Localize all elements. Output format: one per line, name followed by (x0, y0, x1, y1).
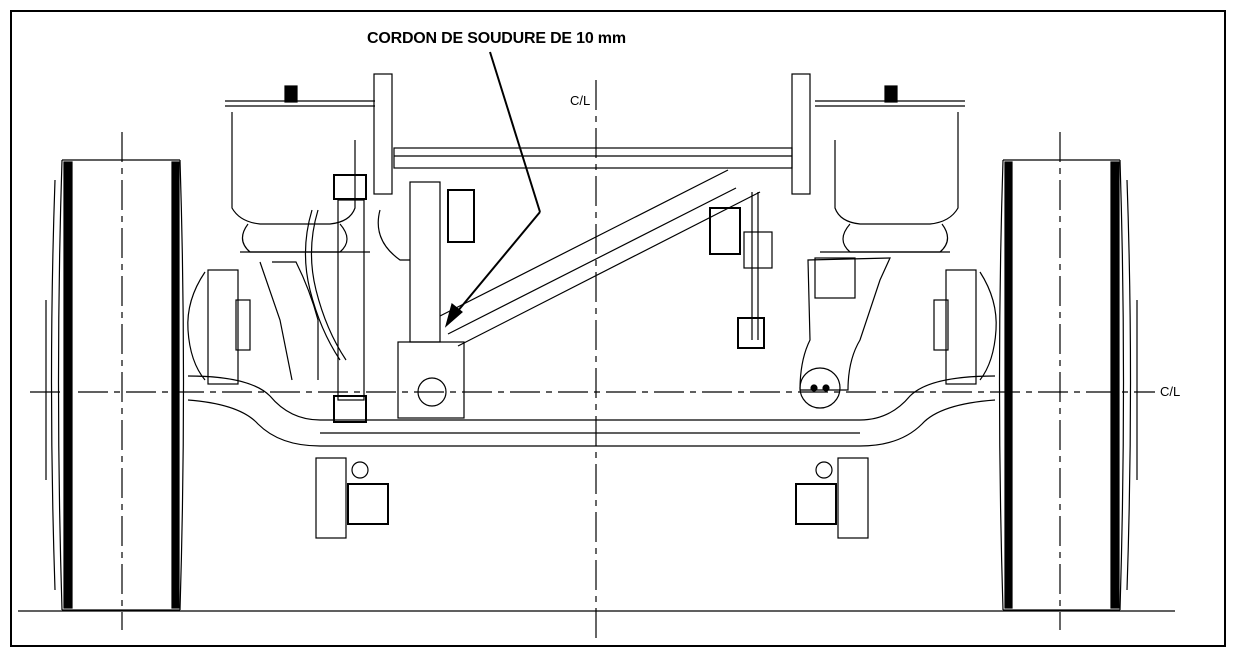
vertical-centerline-label: C/L (570, 93, 591, 108)
left-air-spring (225, 85, 375, 253)
cross-member (373, 73, 811, 195)
left-bracket (377, 181, 475, 419)
axle-beam (187, 375, 996, 447)
left-brake-hub (187, 269, 251, 385)
left-lower-bracket (315, 457, 389, 539)
right-knuckle (799, 257, 891, 409)
right-lower-bracket (795, 457, 869, 539)
right-air-spring (815, 85, 965, 253)
left-wheel (45, 132, 185, 630)
weld-callout-label: CORDON DE SOUDURE DE 10 mm (367, 30, 626, 47)
right-links (709, 192, 773, 349)
right-brake-hub (933, 269, 997, 385)
callout-arrow (444, 51, 541, 328)
diagonal-brace (439, 169, 761, 347)
left-shock (304, 174, 367, 423)
left-knuckle (259, 261, 319, 381)
right-wheel (998, 132, 1138, 630)
drawing-border (10, 10, 1226, 647)
horizontal-centerline-label: C/L (1160, 384, 1181, 399)
